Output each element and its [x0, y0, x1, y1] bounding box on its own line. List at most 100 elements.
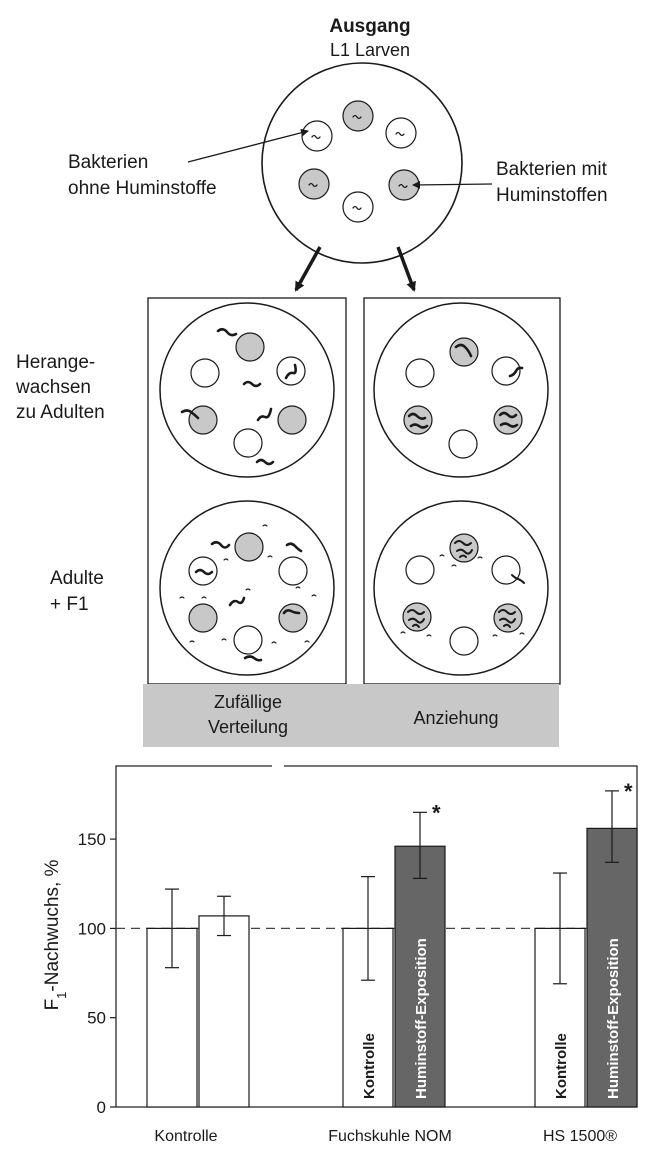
- outcome-bar: Zufällige Verteilung Anziehung: [143, 684, 559, 747]
- worm: [407, 412, 427, 420]
- larva: [262, 524, 268, 527]
- svg-text:Bakterien mit: Bakterien mit: [496, 159, 608, 180]
- label-bacteria-without: Bakterien ohne Huminstoffe: [68, 152, 217, 199]
- worm: [499, 422, 519, 428]
- spot: [449, 626, 479, 656]
- start-spot-bottom: [342, 191, 374, 223]
- spot: [188, 405, 218, 435]
- larva: [352, 114, 362, 120]
- larva: [271, 641, 277, 644]
- x-axis-group-labels: Kontrolle Fuchskuhle NOM HS 1500®: [154, 1128, 617, 1145]
- label-bacteria-with: Bakterien mit Huminstoffen: [496, 159, 608, 206]
- spot: [276, 356, 306, 386]
- larva: [267, 555, 273, 558]
- worm: [243, 655, 263, 662]
- spot: [234, 532, 264, 562]
- worm: [242, 380, 262, 388]
- bar: [198, 915, 250, 1108]
- row-label-grown: Herange- wachsen zu Adulten: [15, 352, 105, 423]
- y-tick-label: 50: [87, 1009, 106, 1028]
- x-group-label: Fuchskuhle NOM: [328, 1128, 452, 1145]
- larva: [477, 556, 483, 559]
- outcome-random-line1: Zufällige: [214, 692, 282, 712]
- svg-text:+ F1: + F1: [50, 594, 89, 615]
- plate-attraction-adults: [373, 500, 549, 676]
- worm: [508, 366, 524, 378]
- larva: [400, 631, 406, 634]
- plate-random-adults: [159, 500, 335, 676]
- worm: [210, 540, 231, 549]
- spot: [277, 405, 307, 435]
- start-title: Ausgang: [329, 16, 410, 37]
- start-spot-upper-left: [301, 120, 333, 152]
- y-tick-label: 0: [97, 1098, 106, 1117]
- bar: [394, 845, 446, 1108]
- svg-text:ohne Huminstoffe: ohne Huminstoffe: [68, 178, 217, 199]
- larva: [492, 634, 498, 637]
- worm: [285, 542, 303, 553]
- start-subtitle: L1 Larven: [330, 40, 410, 60]
- spot: [233, 428, 263, 458]
- worm: [284, 363, 297, 380]
- spot: [405, 358, 435, 388]
- panel-attraction: [363, 297, 561, 685]
- worm: [228, 596, 246, 607]
- worm-cluster: [498, 609, 516, 628]
- worm: [282, 609, 301, 615]
- larva: [519, 632, 525, 635]
- x-group-label: Kontrolle: [154, 1128, 217, 1145]
- spot: [190, 358, 220, 388]
- spot: [233, 625, 263, 655]
- spot: [403, 405, 433, 435]
- larva: [245, 588, 251, 591]
- larva: [179, 596, 185, 599]
- x-group-label: HS 1500®: [543, 1128, 617, 1145]
- spot: [278, 603, 308, 633]
- start-spot-top: [342, 100, 374, 132]
- svg-text:wachsen: wachsen: [15, 377, 91, 398]
- worm: [498, 411, 518, 419]
- worm: [256, 407, 273, 422]
- svg-text:zu Adulten: zu Adulten: [16, 402, 105, 423]
- larva: [308, 182, 318, 188]
- worm-cluster: [454, 540, 473, 558]
- worm: [409, 423, 429, 429]
- split-arrow-right: [396, 246, 416, 292]
- larva: [352, 205, 362, 211]
- larva: [311, 134, 321, 140]
- worm: [511, 574, 525, 584]
- spot: [278, 556, 308, 586]
- start-petri-dish: [261, 62, 463, 264]
- significance-star: *: [624, 779, 633, 804]
- larva: [451, 564, 457, 567]
- larva: [295, 586, 301, 589]
- larva: [439, 554, 445, 557]
- larva: [304, 640, 310, 643]
- plate-random-grown: [159, 302, 335, 478]
- svg-text:Adulte: Adulte: [50, 568, 104, 589]
- bar-inner-label: Kontrolle: [553, 1033, 570, 1099]
- worm-cluster: [407, 609, 425, 628]
- larva: [223, 558, 229, 561]
- larva: [221, 638, 227, 641]
- start-section: Ausgang L1 Larven Bakterien ohne Huminst…: [68, 16, 608, 292]
- bar-inner-label: Kontrolle: [361, 1033, 378, 1099]
- bar-inner-label: Huminstoff-Exposition: [605, 938, 622, 1099]
- worm: [216, 327, 238, 337]
- larva: [398, 183, 408, 189]
- panel-random: [147, 297, 347, 685]
- pointer-arrow-without: [187, 128, 309, 163]
- split-arrow-left: [294, 246, 322, 292]
- larva: [201, 596, 207, 599]
- start-spot-lower-left: [298, 168, 330, 200]
- spot: [405, 555, 435, 585]
- worm: [194, 568, 214, 576]
- spot: [491, 555, 521, 585]
- significance-star: *: [432, 800, 441, 825]
- spot: [493, 405, 523, 435]
- spot: [449, 533, 479, 563]
- svg-text:Bakterien: Bakterien: [68, 152, 148, 173]
